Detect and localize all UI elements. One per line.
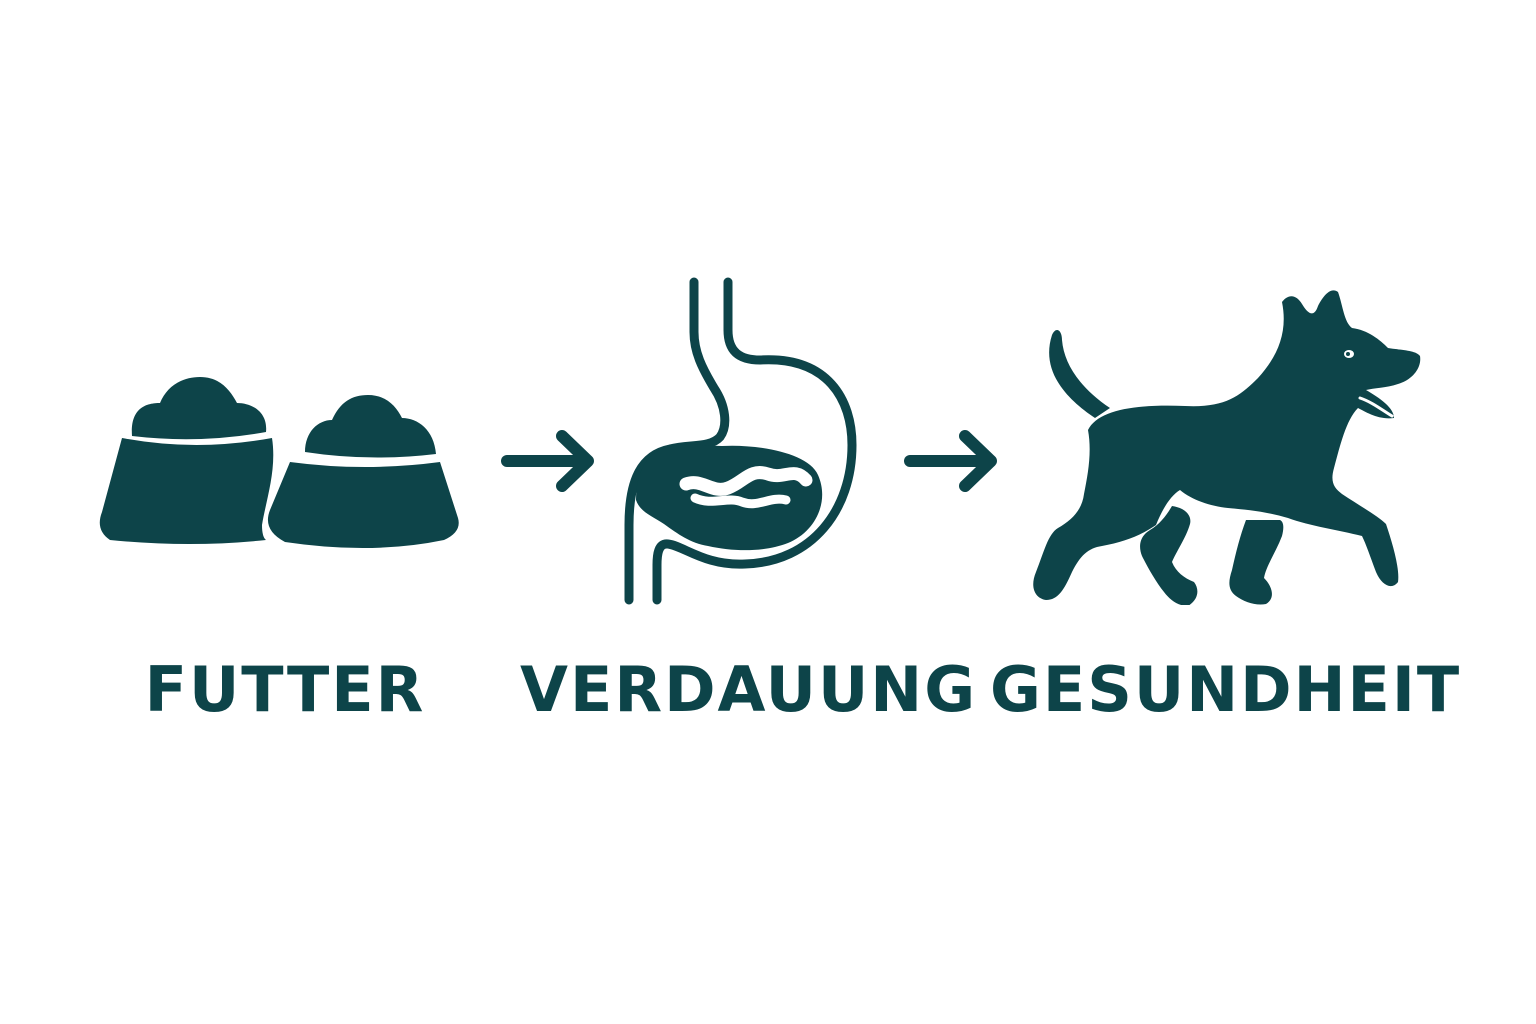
arrow-right-icon	[904, 430, 997, 492]
dog-icon	[1033, 290, 1421, 605]
stomach-icon	[624, 277, 857, 605]
step-label-futter: FUTTER	[144, 653, 426, 726]
food-bowls-icon	[99, 377, 459, 549]
arrow-right-icon	[501, 430, 594, 492]
step-label-gesundheit: GESUNDHEIT	[990, 653, 1462, 726]
step-label-verdauung: VERDAUUNG	[520, 653, 978, 726]
